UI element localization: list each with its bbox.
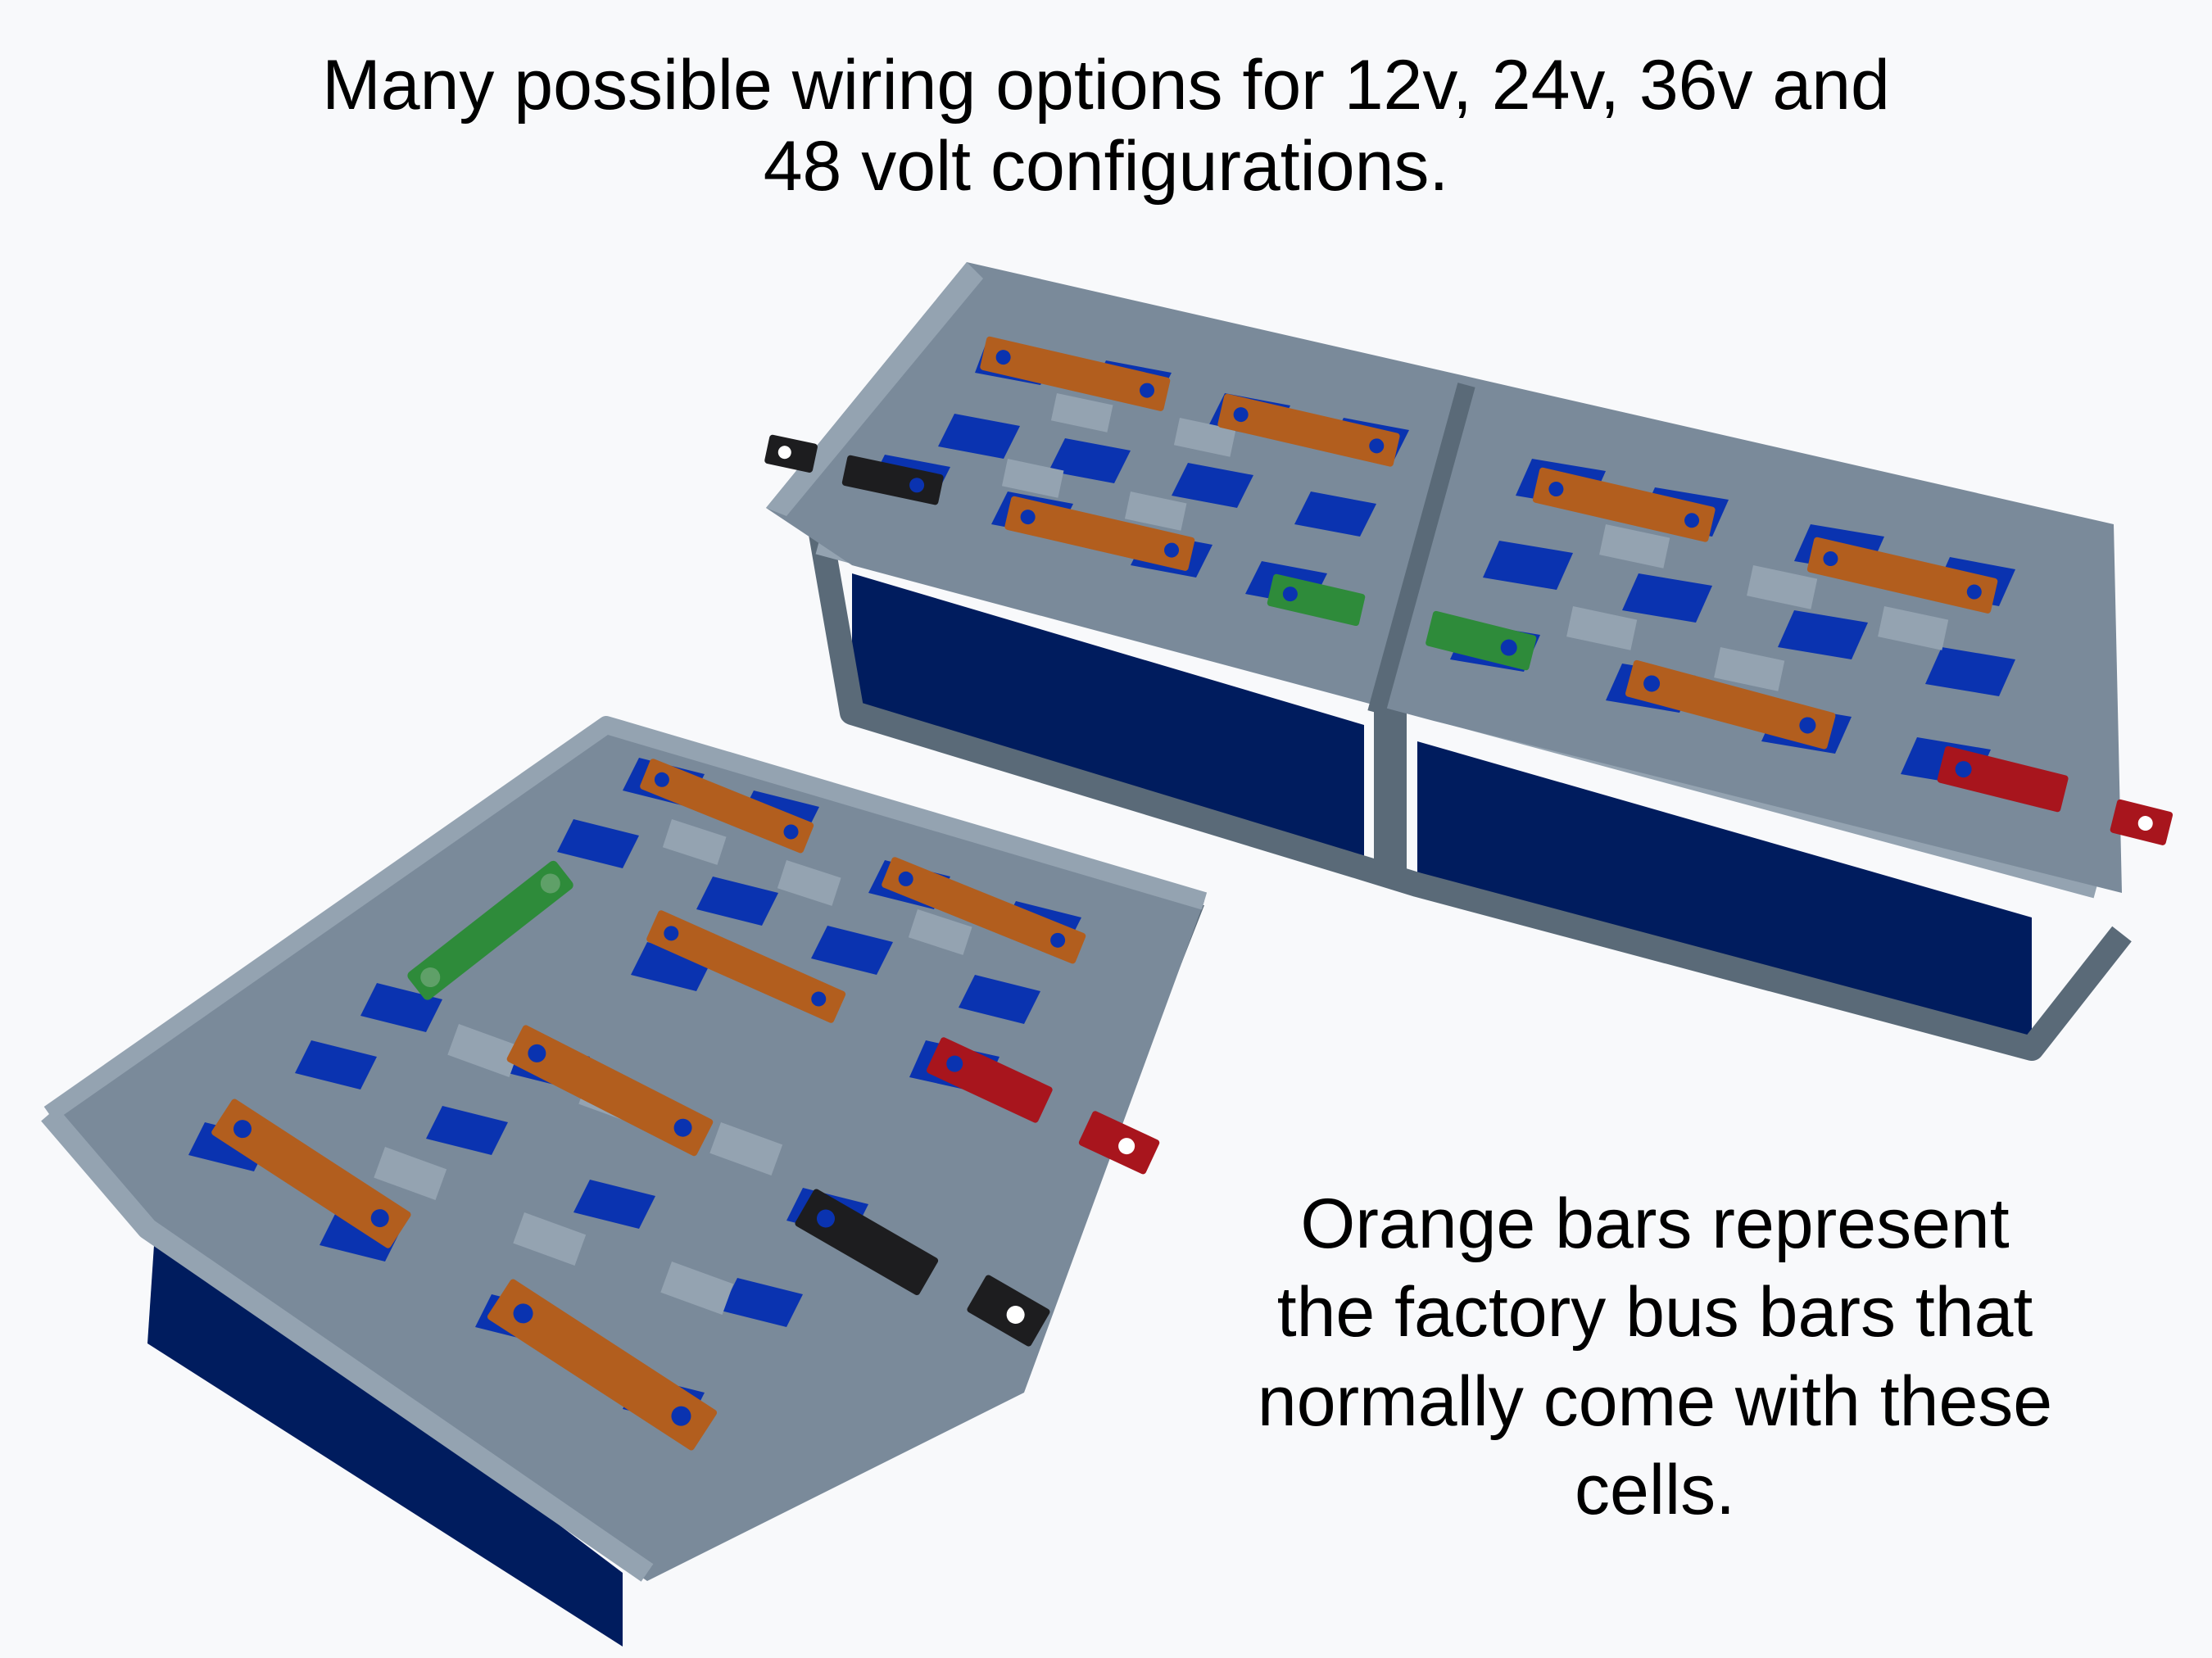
cell-separator <box>908 909 972 955</box>
cell-separator <box>513 1212 587 1266</box>
pack-right-module-seam <box>1367 383 1475 715</box>
bus-bar-factory <box>1532 467 1716 542</box>
cell-terminal <box>1778 610 1868 659</box>
cell-terminal <box>1622 573 1712 623</box>
cell-separator <box>662 819 727 865</box>
cell-separator <box>1124 491 1187 531</box>
bus-bar-factory <box>980 336 1171 411</box>
pack-left-frame-edge-top <box>43 716 1208 1122</box>
top-caption: Many possible wiring options for 12v, 24… <box>0 45 2212 207</box>
pack-right-front-face-b <box>1417 741 2032 1049</box>
cell-terminal <box>1483 541 1573 590</box>
cell-separator <box>709 1122 783 1176</box>
cell-terminal <box>1925 647 2015 696</box>
cell-separator <box>1001 459 1064 498</box>
cell-terminal <box>557 819 639 868</box>
cell-terminal <box>295 1040 377 1089</box>
cell-separator <box>1747 565 1818 609</box>
bus-bar-factory <box>506 1025 714 1157</box>
cell-terminal <box>811 926 893 975</box>
cell-terminal <box>426 1106 508 1155</box>
battery-pack-right <box>764 262 2173 1061</box>
pack-right-cell-separators <box>1001 393 1949 691</box>
bus-bar-factory <box>211 1099 411 1248</box>
pack-left-frame-edge <box>41 1107 654 1582</box>
bus-bar-jumper <box>1426 610 1537 671</box>
bus-bar-factory <box>1217 393 1400 467</box>
pack-right-top-rim <box>766 262 983 516</box>
bus-bar-terminal-positive <box>927 1037 1053 1123</box>
pack-right-tab-negative <box>764 434 818 473</box>
pack-right-bus-bars <box>764 336 2173 845</box>
pack-left-tab-negative <box>967 1275 1050 1347</box>
cell-separator <box>1599 524 1670 569</box>
bus-bar-factory <box>640 759 814 854</box>
cell-separator <box>1714 647 1785 691</box>
cell-terminal <box>1172 463 1253 508</box>
top-caption-line-2: 48 volt configurations. <box>763 126 1449 206</box>
pack-right-front-face-a <box>852 573 1364 868</box>
cell-separator <box>447 1024 521 1077</box>
pack-left-bus-bars <box>211 759 1160 1451</box>
cell-separator <box>660 1261 734 1315</box>
cell-separator <box>777 860 841 906</box>
bus-bar-factory <box>487 1279 718 1451</box>
bus-bar-factory <box>882 857 1086 964</box>
cell-separator <box>374 1147 447 1200</box>
side-caption-line-1: Orange bars represent <box>1300 1185 2010 1263</box>
bus-bar-factory <box>646 910 846 1023</box>
cell-separator <box>1050 393 1113 433</box>
top-caption-line-1: Many possible wiring options for 12v, 24… <box>322 46 1890 125</box>
side-caption-line-2: the factory bus bars that <box>1276 1273 2033 1352</box>
side-caption-line-4: cells. <box>1575 1451 1735 1530</box>
cell-terminal <box>938 414 1020 459</box>
bus-bar-factory <box>1625 659 1836 750</box>
battery-pack-left <box>41 716 1208 1647</box>
cell-terminal <box>1049 438 1131 483</box>
bus-bar-terminal-negative <box>795 1189 939 1296</box>
cell-terminal <box>721 1278 803 1327</box>
side-caption: Orange bars represent the factory bus ba… <box>1147 1180 2163 1534</box>
bus-bar-factory <box>1806 537 1998 614</box>
bus-bar-jumper <box>407 860 573 1000</box>
cell-separator <box>1173 417 1236 457</box>
cell-terminal <box>696 877 778 926</box>
bus-bar-jumper <box>1267 573 1366 627</box>
side-caption-line-3: normally come with these <box>1257 1361 2053 1441</box>
cell-terminal <box>1294 492 1376 537</box>
cell-separator <box>1878 605 1949 650</box>
pack-left-tab-positive <box>1078 1111 1160 1175</box>
cell-terminal <box>959 975 1040 1024</box>
pack-left-front-face <box>147 1221 623 1647</box>
cell-separator <box>1566 605 1638 650</box>
bus-bar-terminal-positive <box>1937 745 2069 813</box>
cell-terminal <box>573 1180 655 1229</box>
pack-right-tab-positive <box>2110 799 2173 845</box>
bus-bar-factory <box>1004 496 1195 571</box>
bus-bar-terminal-negative <box>841 455 944 505</box>
